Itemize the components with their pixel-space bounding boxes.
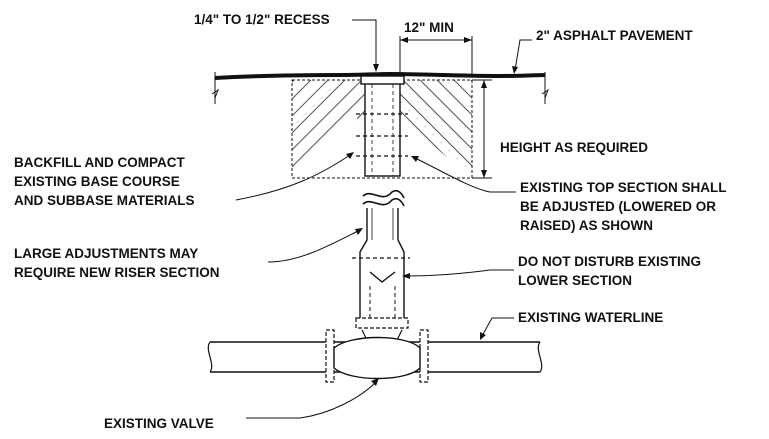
lower-section-label-line-1: DO NOT DISTURB EXISTING: [518, 254, 701, 269]
min-width-label: 12" MIN: [404, 20, 454, 35]
top-section-label-line-2: BE ADJUSTED (LOWERED OR: [520, 199, 716, 214]
large-adjust-label-line-2: REQUIRE NEW RISER SECTION: [14, 265, 220, 280]
backfill-label-line-1: BACKFILL AND COMPACT: [14, 155, 185, 170]
dimension-height: [472, 79, 492, 179]
top-section-label-line-1: EXISTING TOP SECTION SHALL: [520, 180, 727, 195]
break-line: [362, 189, 405, 207]
recess-label: 1/4" TO 1/2" RECESS: [194, 12, 330, 27]
backfill-label-line-3: AND SUBBASE MATERIALS: [14, 193, 195, 208]
valve-body: [333, 336, 421, 380]
valve-label: EXISTING VALVE: [104, 416, 214, 431]
valve-box-lower-section: [352, 208, 410, 343]
top-section-label-line-3: RAISED) AS SHOWN: [520, 218, 653, 233]
height-label: HEIGHT AS REQUIRED: [500, 140, 648, 155]
pavement-label: 2" ASPHALT PAVEMENT: [536, 28, 693, 43]
leader-lines: [235, 19, 532, 419]
dimension-12-min: [399, 36, 473, 74]
large-adjust-label-line-1: LARGE ADJUSTMENTS MAY: [14, 246, 198, 261]
waterline-label: EXISTING WATERLINE: [518, 310, 663, 325]
asphalt-pavement: [211, 71, 550, 104]
backfill-label-line-2: EXISTING BASE COURSE: [14, 174, 180, 189]
valve-box-top-section: [356, 75, 408, 177]
lower-section-label-line-2: LOWER SECTION: [518, 273, 632, 288]
